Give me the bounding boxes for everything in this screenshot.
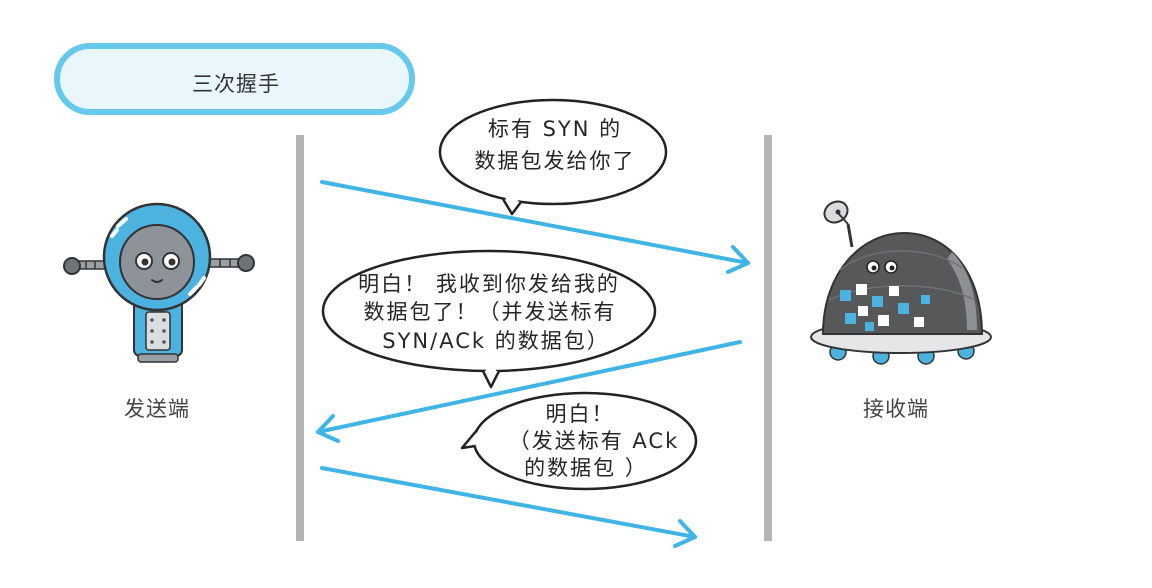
receiver-lifeline [764,135,772,541]
arrow-syn [320,180,750,274]
receiver-robot-light-blue [921,295,930,304]
title-text: 三次握手 [192,72,280,96]
sender-robot-panel-dot [162,318,166,322]
speech-bubble-syn-body [438,98,668,206]
sender-robot-left-hand [63,257,81,275]
receiver-robot-light-blue [840,290,851,301]
speech-bubble-syn-line-1: 标有 SYN 的 [488,117,622,141]
sender-robot-head-stripe [197,276,206,287]
sender-label: 发送端 [124,397,190,421]
receiver-robot-light-white [878,315,889,326]
receiver-robot-light-blue [898,303,909,314]
speech-bubble-ack-line-1: 明白！ [546,402,615,426]
speech-bubble-syn-ack-line-1: 明白！ 我收到你发给我的 [358,272,620,296]
sender-robot-mouth [151,279,163,283]
speech-bubble-syn-ack: 明白！ 我收到你发给我的 数据包了！（并发送标有 SYN/ACk 的数据包） [321,249,657,389]
sender-robot-left-arm [77,260,107,270]
speech-bubble-ack: 明白！ （发送标有 ACk 的数据包 ） [460,391,698,491]
receiver-robot-dish-stem [837,212,849,225]
receiver-robot-right-pupil [889,265,895,271]
arrow-syn-ack-shaft [316,340,742,434]
sender-robot-head-stripe [116,217,128,228]
receiver-robot-dome-seam [839,250,963,271]
receiver-robot-icon [810,200,992,365]
receiver-robot-light-white [858,306,868,316]
receiver-robot-left-pupil [871,265,877,271]
sender-robot-icon [63,202,255,363]
speech-bubble-syn: 标有 SYN 的 数据包发给你了 [438,98,668,216]
sender-robot-head-stripe [110,228,119,238]
sender-robot-right-arm [208,258,241,268]
speech-bubble-ack-line-2: （发送标有 ACk [509,429,680,453]
arrow-ack-shaft [320,466,697,539]
sender-robot-panel-dot [162,340,166,344]
arrow-ack [320,466,697,548]
receiver-label: 接收端 [863,397,929,421]
arrow-syn-head [726,245,750,274]
speech-bubble-syn-tail-mask [505,197,519,210]
sender-robot-right-hand [237,254,255,272]
title-box: 三次握手 [54,43,415,115]
receiver-robot-light-blue [865,322,874,331]
receiver-robot-light-white [856,284,867,295]
arrow-syn-shaft [320,180,750,265]
arrow-syn-ack-head [316,414,340,443]
receiver-robot-light-blue [845,313,856,324]
sender-robot-panel-dot [150,340,154,344]
sender-robot-panel-dot [162,329,166,333]
arrow-syn-ack [316,340,742,443]
speech-bubble-ack-line-3: 的数据包 ） [524,456,648,480]
sender-robot-panel-dot [150,318,154,322]
speech-bubble-ack-tail-mask [467,432,479,446]
sender-robot-chest-panel [145,311,171,351]
arrow-ack-head [673,519,697,548]
receiver-robot-dome-highlight [947,252,977,330]
sender-robot-feet [137,353,179,363]
receiver-robot-light-blue [872,296,883,307]
speech-bubble-syn-line-2: 数据包发给你了 [475,149,636,173]
receiver-robot-light-white [889,286,899,296]
sender-robot-right-pupil [168,258,176,266]
sender-lifeline [296,135,304,541]
sender-robot-panel-dot [150,329,154,333]
sender-robot-face [119,224,195,300]
title-box-frame [54,43,415,115]
receiver-robot-antenna [846,223,854,248]
receiver-robot-dish-knob [835,209,841,215]
receiver-robot-light-white [914,317,924,327]
sender-robot-left-pupil [141,258,149,266]
speech-bubble-syn-ack-line-2: 数据包了！（并发送标有 [364,300,617,324]
speech-bubble-syn-ack-line-3: SYN/ACk 的数据包） [382,329,609,353]
speech-bubble-syn-ack-tail-mask [485,368,497,383]
sender-robot-head-stripe [188,285,199,296]
